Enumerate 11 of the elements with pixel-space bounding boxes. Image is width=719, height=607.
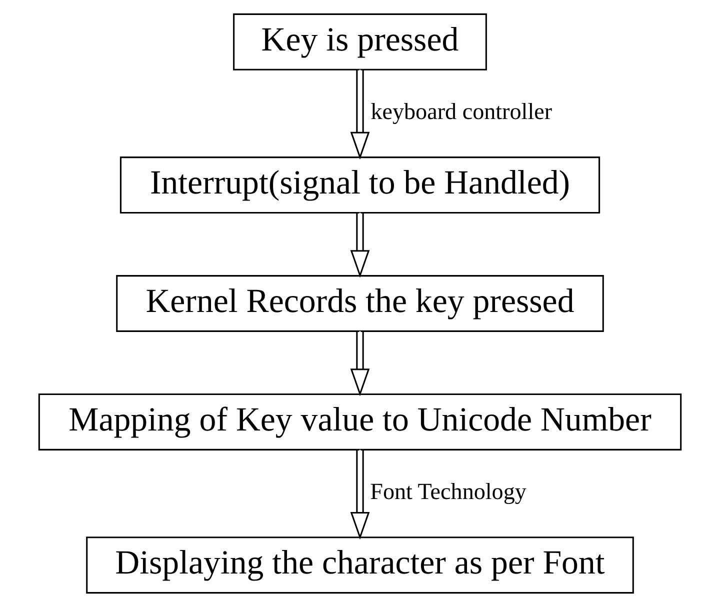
node-box: Mapping of Key value to Unicode Number [38, 394, 682, 450]
node-box: Interrupt(signal to be Handled) [119, 156, 600, 214]
arrow [350, 212, 370, 278]
arrow [350, 450, 370, 540]
edge-label: keyboard controller [370, 98, 552, 124]
node-box: Displaying the character as per Font [86, 536, 634, 594]
node-box: Kernel Records the key pressed [116, 275, 604, 332]
node-box: Key is pressed [232, 13, 486, 70]
arrow [350, 331, 370, 396]
arrow [350, 70, 370, 160]
edge-label: Font Technology [370, 478, 526, 504]
